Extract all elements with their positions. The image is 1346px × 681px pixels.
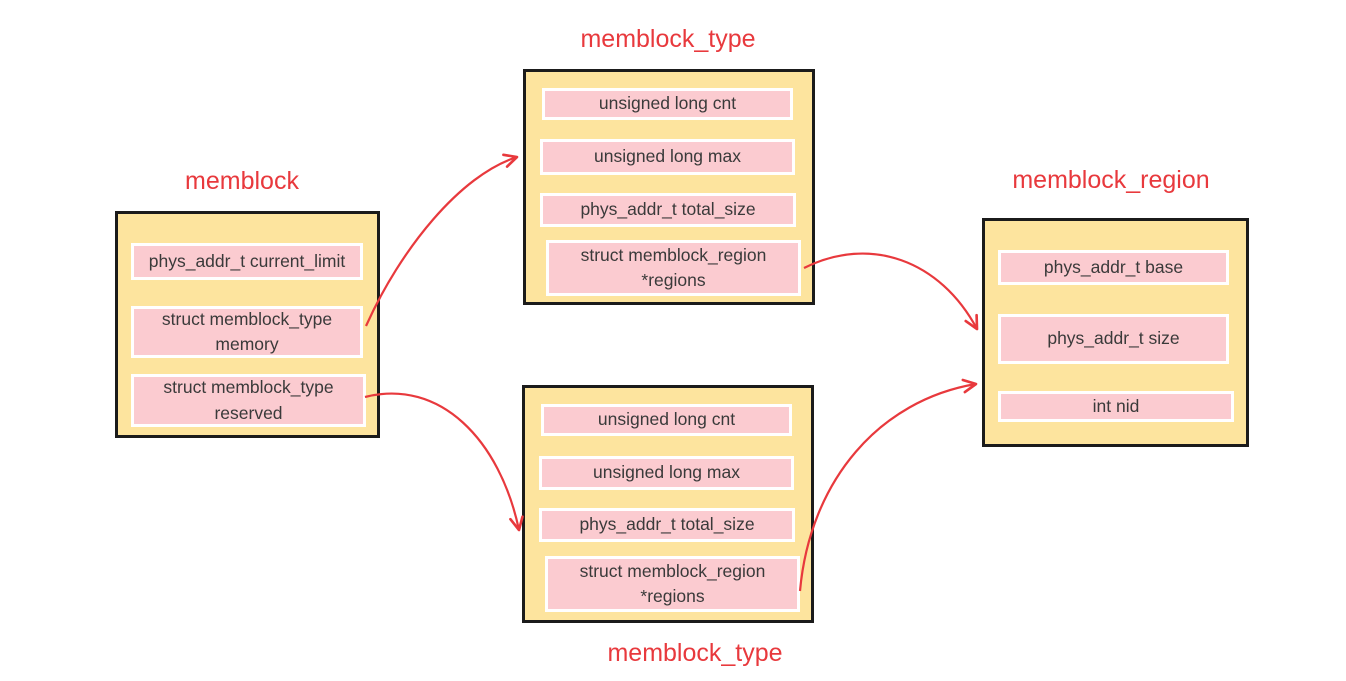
field-cnt-bottom: unsigned long cnt xyxy=(541,404,792,436)
arrow-memory-to-memblock-type-top xyxy=(364,153,519,327)
field-current-limit: phys_addr_t current_limit xyxy=(131,243,363,280)
field-regions-top: struct memblock_region *regions xyxy=(546,240,801,296)
field-base: phys_addr_t base xyxy=(998,250,1229,285)
field-total-size-top: phys_addr_t total_size xyxy=(540,193,796,227)
struct-box-memblock-type-top: unsigned long cnt unsigned long max phys… xyxy=(523,69,815,305)
field-reserved: struct memblock_type reserved xyxy=(131,374,366,427)
field-max-bottom: unsigned long max xyxy=(539,456,794,490)
struct-box-memblock-region: phys_addr_t base phys_addr_t size int ni… xyxy=(982,218,1249,447)
field-total-size-bottom: phys_addr_t total_size xyxy=(539,508,795,542)
arrow-reserved-to-memblock-type-bottom xyxy=(364,392,524,532)
struct-title-memblock-type-bottom: memblock_type xyxy=(607,639,783,667)
field-size: phys_addr_t size xyxy=(998,314,1229,364)
struct-title-memblock: memblock xyxy=(185,167,299,195)
arrow-regions-top-to-memblock-region xyxy=(803,252,979,331)
field-regions-bottom: struct memblock_region *regions xyxy=(545,556,800,612)
field-memory: struct memblock_type memory xyxy=(131,306,363,358)
field-max-top: unsigned long max xyxy=(540,139,795,175)
field-nid: int nid xyxy=(998,391,1234,422)
field-cnt-top: unsigned long cnt xyxy=(542,88,793,120)
struct-box-memblock-type-bottom: unsigned long cnt unsigned long max phys… xyxy=(522,385,814,623)
arrow-regions-bottom-to-memblock-region xyxy=(798,378,978,592)
struct-box-memblock: phys_addr_t current_limit struct membloc… xyxy=(115,211,380,438)
struct-title-memblock-type-top: memblock_type xyxy=(580,25,756,53)
struct-title-memblock-region: memblock_region xyxy=(1012,166,1210,194)
